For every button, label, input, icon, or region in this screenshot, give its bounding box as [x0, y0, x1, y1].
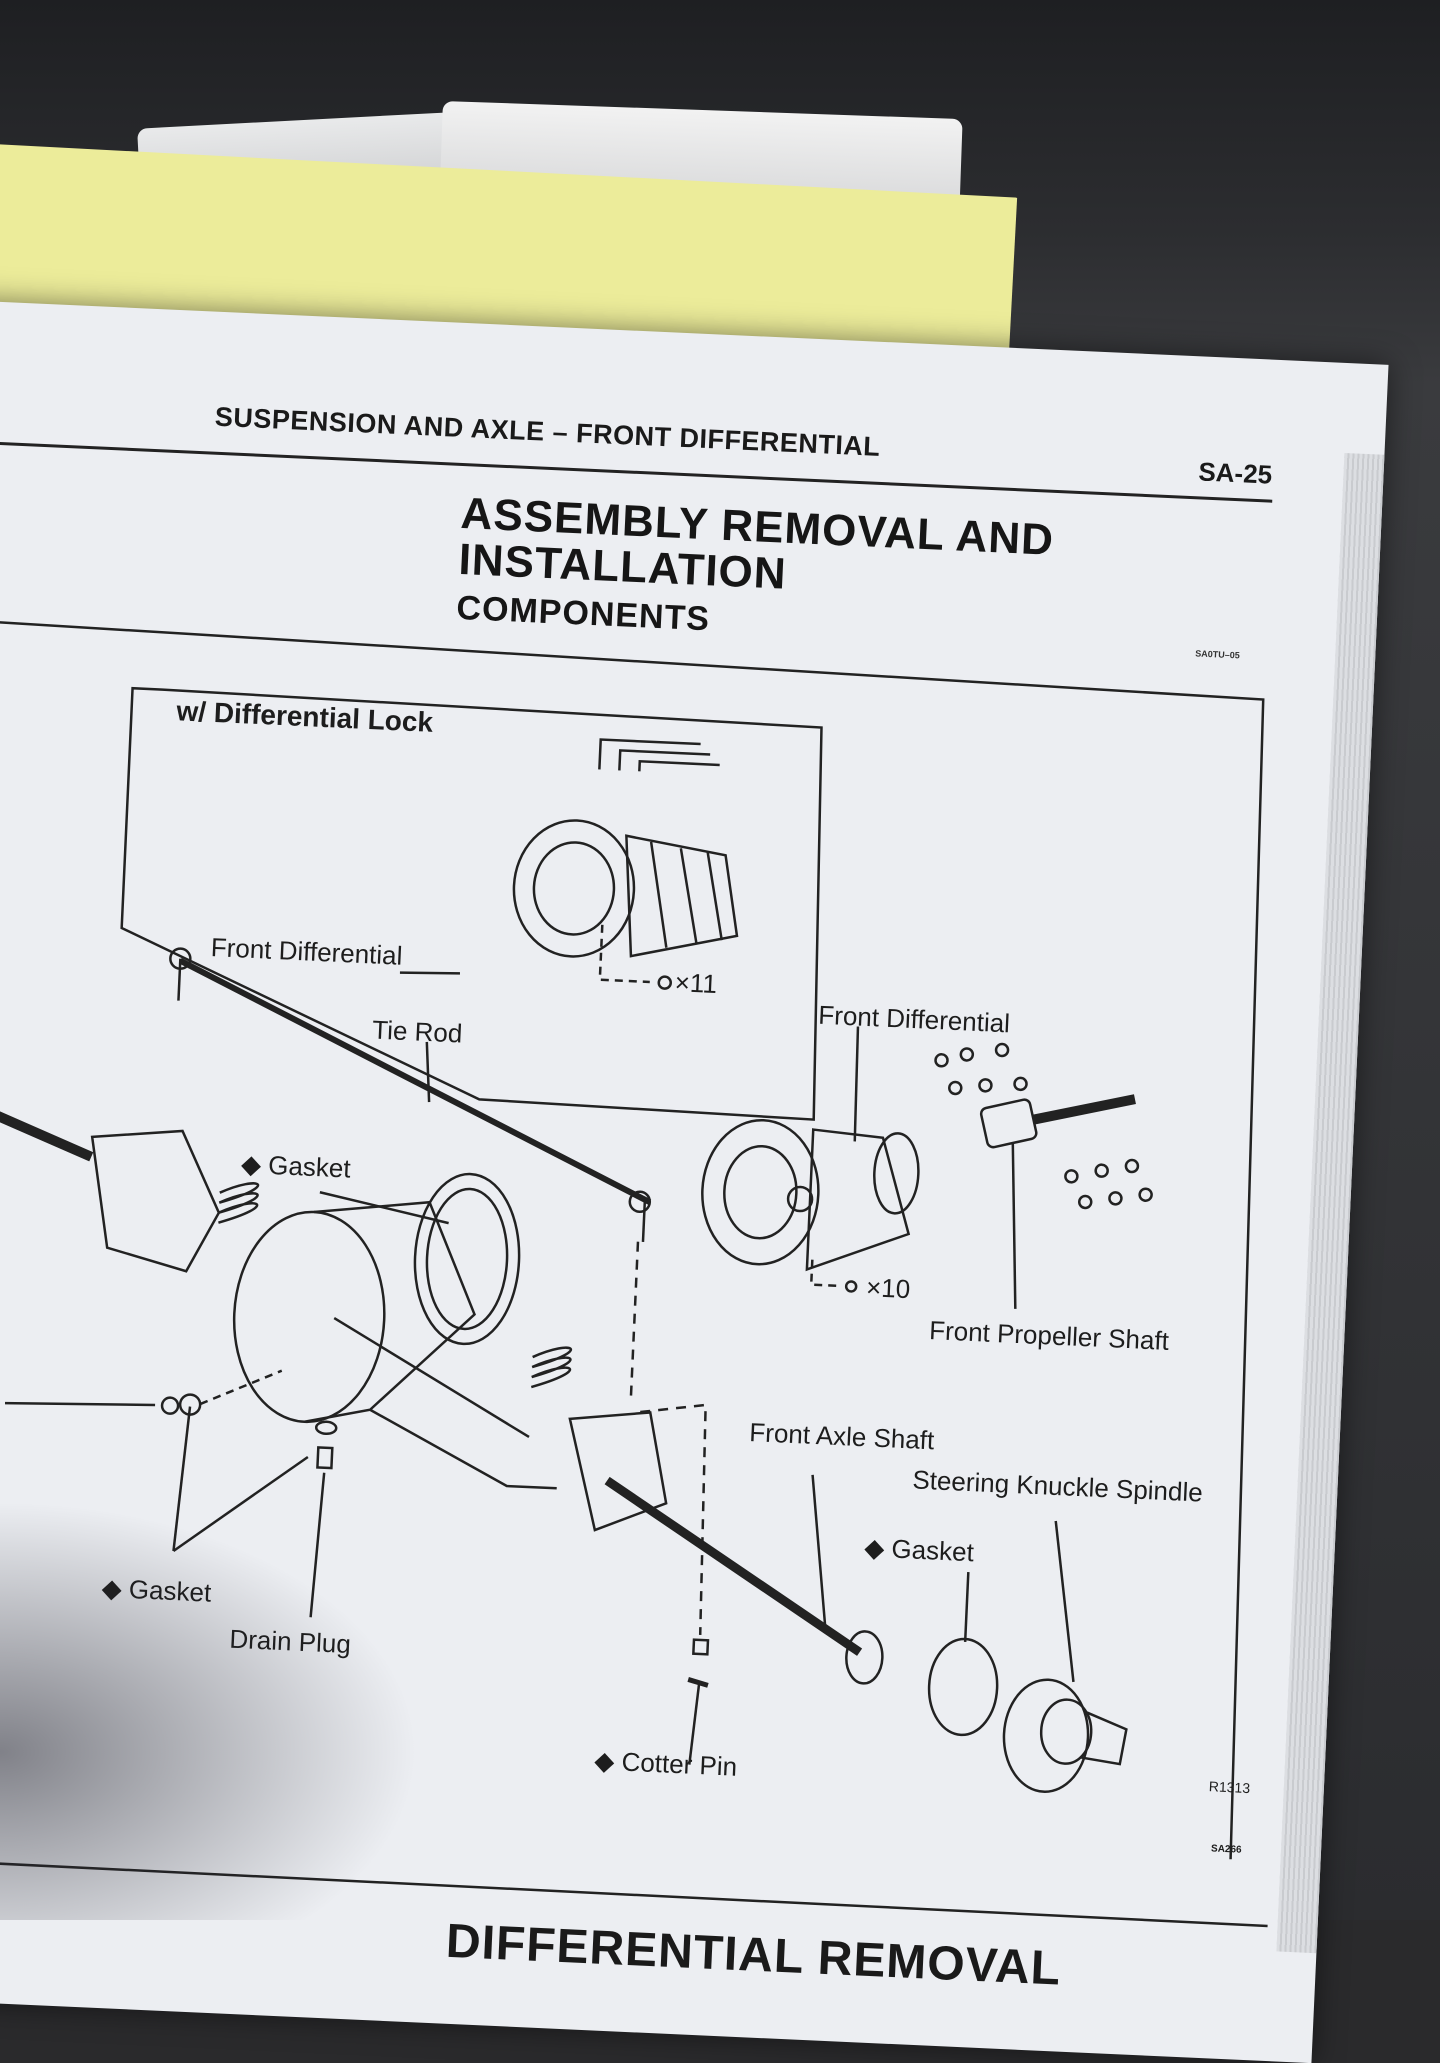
reference-code: SA266	[1210, 1843, 1242, 1856]
figure-code: R1313	[1208, 1778, 1251, 1797]
coil-spring-left	[218, 1182, 260, 1224]
main-carrier-body	[805, 1128, 911, 1272]
housing-gasket	[413, 1172, 521, 1346]
label-tie-rod: Tie Rod	[371, 1014, 464, 1049]
label-bolts-10: ×10	[865, 1272, 911, 1305]
outer-frame	[0, 620, 1265, 1860]
label-drain-plug: Drain Plug	[228, 1623, 352, 1660]
knuckle-gasket-shape	[927, 1637, 999, 1737]
propeller-flange	[979, 1098, 1038, 1149]
bottom-rule	[0, 1858, 1268, 1928]
manual-page: SUSPENSION AND AXLE – FRONT DIFFERENTIAL…	[0, 300, 1389, 2063]
label-gasket-left: ◆ Gasket	[101, 1572, 212, 1608]
axle-housing-cover	[232, 1210, 386, 1424]
inset-carrier-body	[625, 834, 739, 958]
main-ring-gear	[701, 1119, 820, 1266]
coil-spring-right	[530, 1346, 572, 1389]
left-axle-shaft	[0, 1096, 94, 1162]
label-inset-bolts: ×11	[674, 967, 718, 1000]
tie-rod-shape	[178, 958, 652, 1205]
inset-box	[120, 686, 823, 1121]
label-gasket-top: ◆ Gasket	[240, 1148, 352, 1184]
label-gasket-right: ◆ Gasket	[863, 1532, 975, 1568]
steering-knuckle-spindle-shape	[1002, 1678, 1090, 1793]
right-knuckle	[568, 1411, 668, 1532]
label-cotter-pin: ◆ Cotter Pin	[593, 1745, 738, 1782]
left-knuckle	[90, 1129, 221, 1273]
front-axle-shaft-shape	[604, 1476, 863, 1656]
components-diagram	[0, 620, 1268, 1928]
inset-ring-gear	[512, 819, 636, 958]
